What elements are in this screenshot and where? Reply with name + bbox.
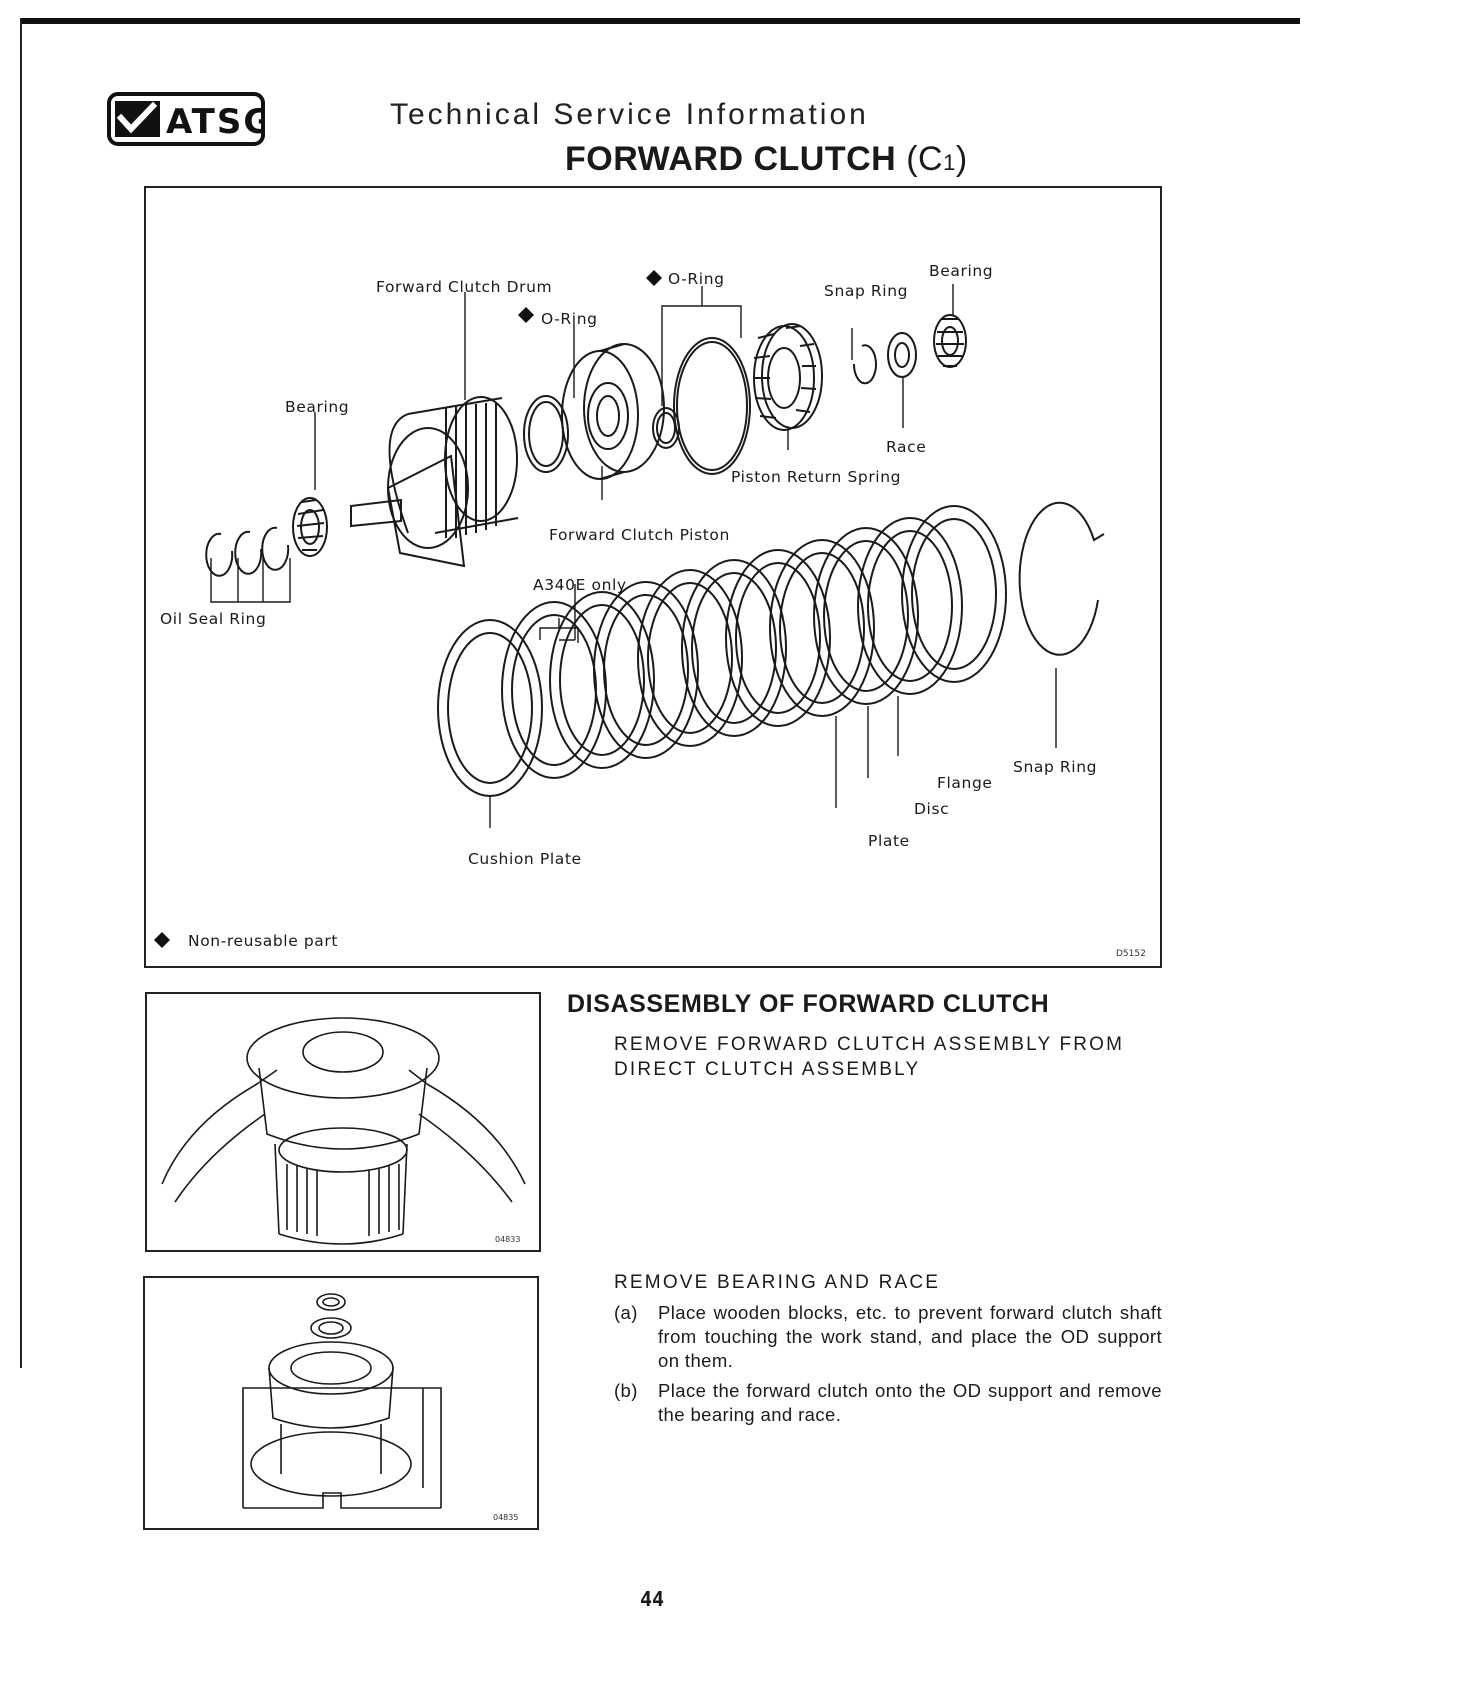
header-subtitle: Technical Service Information xyxy=(390,98,869,131)
section-title: DISASSEMBLY OF FORWARD CLUTCH xyxy=(567,990,1050,1018)
top-rule xyxy=(20,18,1300,24)
forward-clutch-drum-drawing xyxy=(350,396,519,568)
label-forward-clutch-piston: Forward Clutch Piston xyxy=(549,526,730,544)
bearing-removal-figure: 04835 xyxy=(143,1276,539,1530)
top-bearing-drawing xyxy=(933,314,967,368)
left-bearing-drawing xyxy=(292,497,328,557)
bearing-removal-illustration: 04835 xyxy=(242,1293,518,1522)
oil-seal-rings-drawing xyxy=(205,526,290,577)
exploded-diagram-panel: Forward Clutch Drum O-Ring O-Ring Snap R… xyxy=(144,186,1162,968)
instruction-item-b: (b) Place the forward clutch onto the OD… xyxy=(614,1379,1162,1427)
label-snap-ring-top: Snap Ring xyxy=(824,282,908,300)
label-snap-ring-right: Snap Ring xyxy=(1013,758,1097,776)
figure-code-1: 04833 xyxy=(495,1235,520,1244)
piston-return-spring-drawing xyxy=(753,323,823,431)
label-oil-seal-ring: Oil Seal Ring xyxy=(160,610,266,628)
label-o-ring-left: O-Ring xyxy=(541,310,598,328)
atsg-logo: ATSG xyxy=(107,92,265,146)
item-marker-b: (b) xyxy=(614,1380,638,1401)
label-plate: Plate xyxy=(868,832,910,850)
clutch-pack-drawing xyxy=(437,505,1007,797)
step-remove-bearing-race: REMOVE BEARING AND RACE xyxy=(614,1272,941,1293)
item-text-a: Place wooden blocks, etc. to prevent for… xyxy=(658,1302,1162,1371)
title-paren-open: ( xyxy=(906,140,919,178)
o-ring-drawing xyxy=(523,395,569,473)
instruction-item-a: (a) Place wooden blocks, etc. to prevent… xyxy=(614,1301,1162,1373)
step-remove-forward-clutch: REMOVE FORWARD CLUTCH ASSEMBLY FROM DIRE… xyxy=(614,1034,1125,1080)
label-disc: Disc xyxy=(914,800,949,818)
label-flange: Flange xyxy=(937,774,993,792)
snap-ring-drawing xyxy=(852,344,877,385)
label-cushion-plate: Cushion Plate xyxy=(468,850,582,868)
title-paren-close: ) xyxy=(955,140,968,178)
label-o-ring-right: O-Ring xyxy=(668,270,725,288)
page-number: 44 xyxy=(640,1587,665,1611)
legend-non-reusable: Non-reusable part xyxy=(188,932,338,950)
figure-code-2: 04835 xyxy=(493,1513,518,1522)
leader-lines xyxy=(210,284,1057,828)
figure-code: D5152 xyxy=(1116,949,1146,959)
exploded-diagram: Forward Clutch Drum O-Ring O-Ring Snap R… xyxy=(154,262,1146,959)
right-snap-ring-drawing xyxy=(1018,501,1105,656)
label-bearing-top: Bearing xyxy=(929,262,993,280)
disassembly-figure: 04833 xyxy=(145,992,541,1252)
label-a340e-only: A340E only xyxy=(533,576,627,594)
item-marker-a: (a) xyxy=(614,1302,638,1323)
label-bearing-left: Bearing xyxy=(285,398,349,416)
title-c: C xyxy=(918,140,944,178)
left-rule xyxy=(20,18,22,1368)
race-drawing xyxy=(887,332,917,378)
label-forward-clutch-drum: Forward Clutch Drum xyxy=(376,278,552,296)
page-title: FORWARD CLUTCH (C1) xyxy=(565,140,968,179)
logo-text: ATSG xyxy=(166,102,265,142)
large-o-ring-drawing xyxy=(673,337,751,475)
forward-clutch-piston-drawing xyxy=(561,343,665,480)
disassembly-illustration: 04833 xyxy=(161,1017,526,1245)
label-race: Race xyxy=(886,438,926,456)
title-subscript: 1 xyxy=(943,150,956,175)
label-piston-return-spring: Piston Return Spring xyxy=(731,468,901,486)
page-title-text: FORWARD CLUTCH xyxy=(565,140,897,178)
item-text-b: Place the forward clutch onto the OD sup… xyxy=(658,1380,1162,1425)
